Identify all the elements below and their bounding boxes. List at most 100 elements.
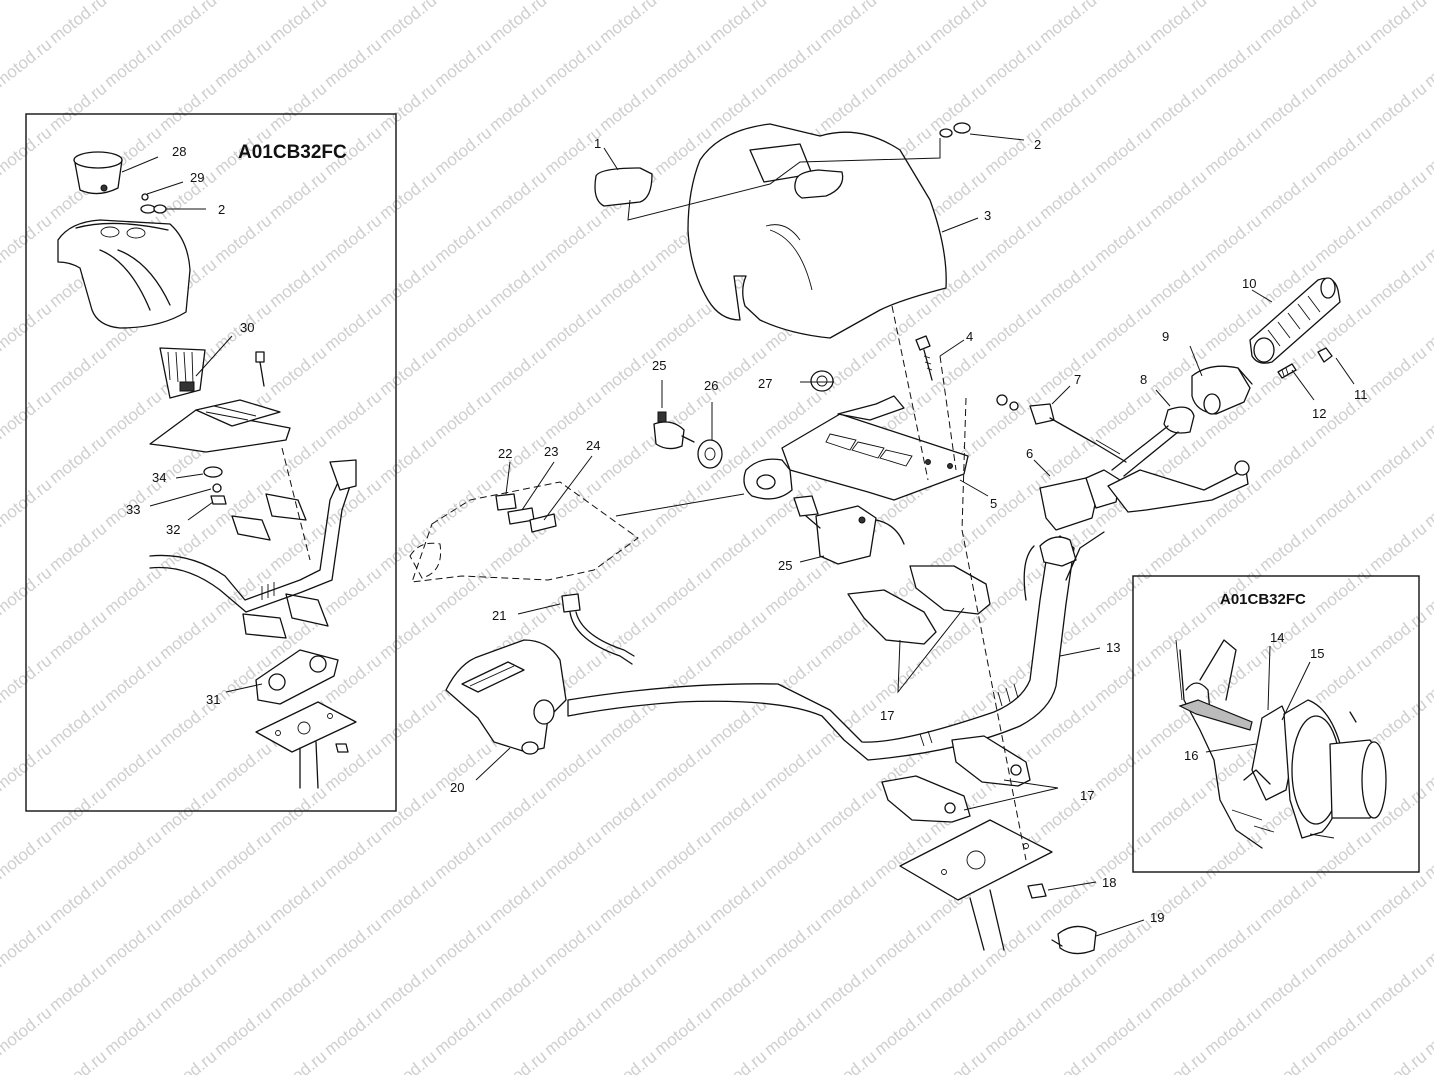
watermark-text: motod.ru xyxy=(1421,299,1434,355)
watermark-text: motod.ru xyxy=(1091,1003,1156,1059)
callout-27: 27 xyxy=(758,376,772,391)
watermark-text: motod.ru xyxy=(926,1047,991,1075)
part-1-pad xyxy=(594,167,653,207)
watermark-text: motod.ru xyxy=(431,387,496,443)
watermark-text: motod.ru xyxy=(101,1003,166,1059)
watermark-text: motod.ru xyxy=(486,255,551,311)
watermark-text: motod.ru xyxy=(1421,211,1434,267)
watermark-text: motod.ru xyxy=(926,959,991,1015)
watermark-text: motod.ru xyxy=(871,915,936,971)
watermark-text: motod.ru xyxy=(596,79,661,135)
watermark-text: motod.ru xyxy=(541,299,606,355)
guide-line-left xyxy=(281,447,311,561)
watermark-text: motod.ru xyxy=(46,519,111,575)
watermark-text: motod.ru xyxy=(871,651,936,707)
watermark-text: motod.ru xyxy=(1146,255,1211,311)
dashed-panel xyxy=(409,481,639,583)
watermark-text: motod.ru xyxy=(596,607,661,663)
watermark-text: motod.ru xyxy=(1421,651,1434,707)
part-34-washer xyxy=(203,466,223,478)
callout-22: 22 xyxy=(498,446,512,461)
watermark-text: motod.ru xyxy=(651,0,716,3)
watermark-text: motod.ru xyxy=(1366,1047,1431,1075)
watermark-text: motod.ru xyxy=(981,1003,1046,1059)
part-17-clamps-upper xyxy=(847,565,991,645)
watermark-text: motod.ru xyxy=(431,123,496,179)
watermark-text: motod.ru xyxy=(46,607,111,663)
watermark-text: motod.ru xyxy=(1036,959,1101,1015)
watermark-text: motod.ru xyxy=(321,35,386,91)
watermark-text: motod.ru xyxy=(1311,0,1376,3)
watermark-text: motod.ru xyxy=(1036,79,1101,135)
watermark-text: motod.ru xyxy=(706,871,771,927)
part-29-screw xyxy=(141,193,149,201)
watermark-text: motod.ru xyxy=(1036,255,1101,311)
watermark-text: motod.ru xyxy=(816,871,881,927)
left-inset: A01CB32FC xyxy=(25,113,397,812)
watermark-text: motod.ru xyxy=(761,827,826,883)
watermark-text: motod.ru xyxy=(596,783,661,839)
watermark-text: motod.ru xyxy=(376,79,441,135)
watermark-text: motod.ru xyxy=(211,35,276,91)
watermark-text: motod.ru xyxy=(321,563,386,619)
watermark-text: motod.ru xyxy=(761,0,826,3)
watermark-text: motod.ru xyxy=(1091,563,1156,619)
callout-4: 4 xyxy=(966,329,973,344)
callout-17-lower: 17 xyxy=(1080,788,1094,803)
callout-6: 6 xyxy=(1026,446,1033,461)
watermark-text: motod.ru xyxy=(651,563,716,619)
part-6-brake-master xyxy=(1039,425,1250,531)
watermark-text: motod.ru xyxy=(1366,871,1431,927)
watermark-text: motod.ru xyxy=(156,0,221,47)
watermark-text: motod.ru xyxy=(541,123,606,179)
watermark-text: motod.ru xyxy=(1311,915,1376,971)
callout-25-lower: 25 xyxy=(778,558,792,573)
watermark-text: motod.ru xyxy=(1146,519,1211,575)
watermark-text: motod.ru xyxy=(1256,167,1321,223)
callout-13: 13 xyxy=(1106,640,1120,655)
watermark-text: motod.ru xyxy=(101,827,166,883)
watermark-text: motod.ru xyxy=(1366,167,1431,223)
watermark-text: motod.ru xyxy=(486,783,551,839)
watermark-text: motod.ru xyxy=(156,79,221,135)
watermark-text: motod.ru xyxy=(981,299,1046,355)
watermark-text: motod.ru xyxy=(541,35,606,91)
part-20-switch-housing xyxy=(445,639,567,755)
clamps-lower-left xyxy=(242,593,329,639)
watermark-text: motod.ru xyxy=(1146,959,1211,1015)
watermark-text: motod.ru xyxy=(1366,255,1431,311)
watermark-text: motod.ru xyxy=(1036,167,1101,223)
watermark-text: motod.ru xyxy=(596,255,661,311)
watermark-text: motod.ru xyxy=(0,123,55,179)
watermark-text: motod.ru xyxy=(651,739,716,795)
watermark-text: motod.ru xyxy=(596,343,661,399)
watermark-text: motod.ru xyxy=(46,343,111,399)
part-7-adjuster xyxy=(996,394,1127,463)
watermark-text: motod.ru xyxy=(46,959,111,1015)
watermark-text: motod.ru xyxy=(596,1047,661,1075)
watermark-text: motod.ru xyxy=(321,1003,386,1059)
watermark-text: motod.ru xyxy=(376,695,441,751)
watermark-text: motod.ru xyxy=(486,343,551,399)
watermark-text: motod.ru xyxy=(1421,123,1434,179)
watermark-text: motod.ru xyxy=(1366,79,1431,135)
watermark-text: motod.ru xyxy=(376,255,441,311)
part-32-nut xyxy=(210,495,227,505)
watermark-text: motod.ru xyxy=(1091,915,1156,971)
watermark-text: motod.ru xyxy=(101,387,166,443)
watermark-text: motod.ru xyxy=(1366,607,1431,663)
watermark-text: motod.ru xyxy=(0,35,55,91)
watermark-text: motod.ru xyxy=(871,1003,936,1059)
callout-7: 7 xyxy=(1074,372,1081,387)
callout-5: 5 xyxy=(990,496,997,511)
watermark-text: motod.ru xyxy=(1201,0,1266,3)
watermark-text: motod.ru xyxy=(871,35,936,91)
callout-2-main: 2 xyxy=(1034,137,1041,152)
watermark-text: motod.ru xyxy=(321,299,386,355)
watermark-text: motod.ru xyxy=(761,739,826,795)
watermark-text: motod.ru xyxy=(926,343,991,399)
watermark-text: motod.ru xyxy=(1201,827,1266,883)
part-30-switch xyxy=(159,347,206,399)
watermark-text: motod.ru xyxy=(156,871,221,927)
watermark-text: motod.ru xyxy=(101,651,166,707)
